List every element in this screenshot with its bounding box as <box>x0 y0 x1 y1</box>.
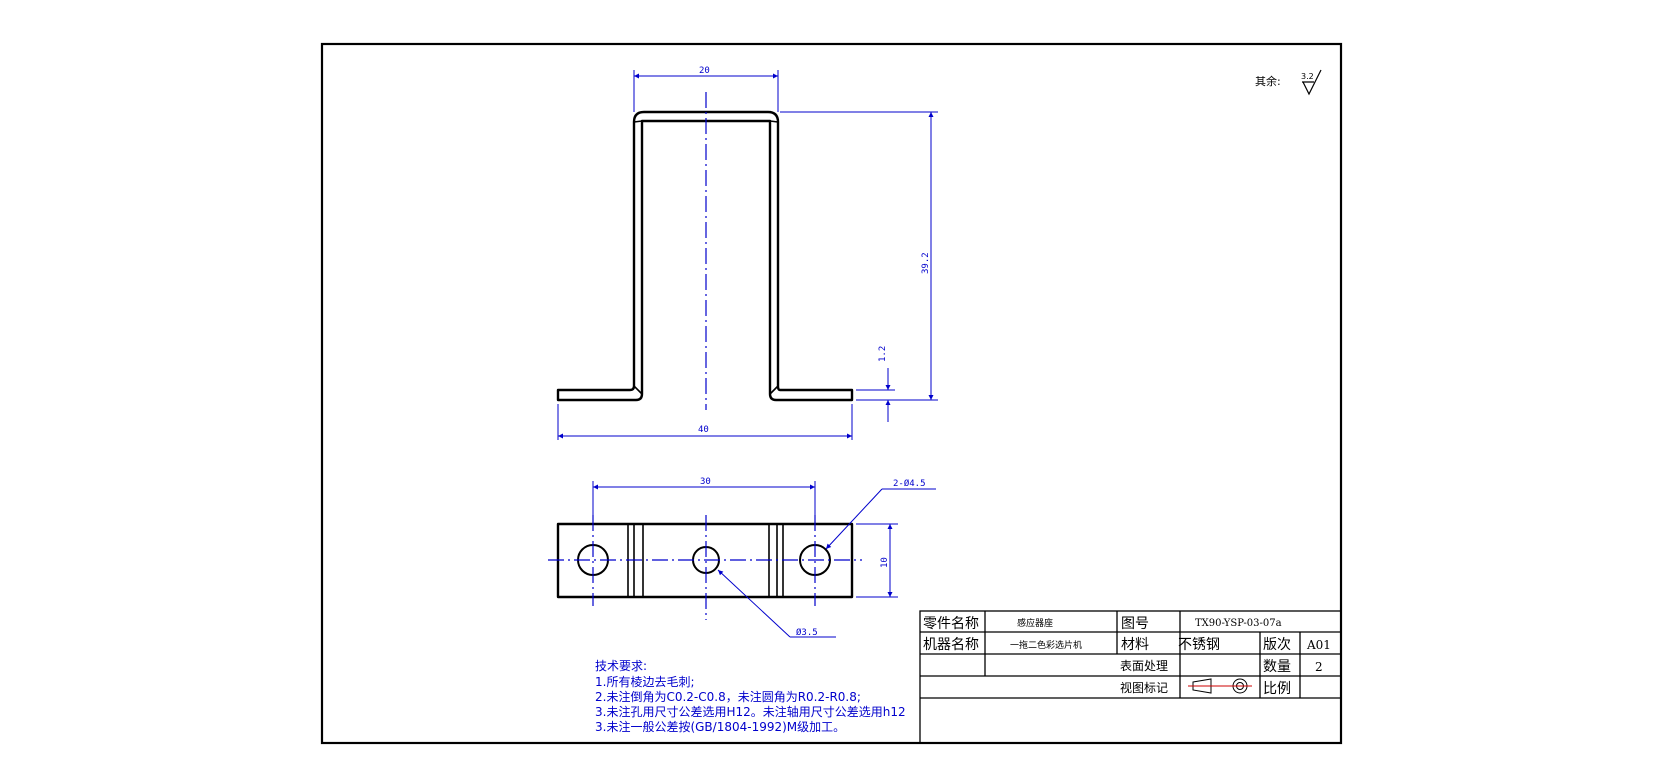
svg-text:3.2: 3.2 <box>1301 72 1314 81</box>
leader-holes: 2-Ø4.5 <box>825 478 936 550</box>
drawing-frame <box>320 42 1343 745</box>
drawing-no-label: 图号 <box>1121 616 1149 632</box>
dim-hole-pitch: 30 <box>592 477 816 520</box>
dim-depth: 10 <box>856 523 898 598</box>
revision-label: 版次 <box>1263 637 1291 653</box>
quantity-value: 2 <box>1315 660 1323 674</box>
note-line: 2.未注倒角为C0.2-C0.8，未注圆角为R0.2-R0.8; <box>595 689 861 704</box>
machine-name-label: 机器名称 <box>923 637 979 653</box>
revision-value: A01 <box>1306 638 1331 652</box>
leader-center-hole: Ø3.5 <box>717 569 836 638</box>
machine-name-value: 一拖二色彩选片机 <box>1010 639 1082 651</box>
quantity-label: 数量 <box>1263 659 1291 675</box>
note-line: 1.所有棱边去毛刺; <box>595 674 695 689</box>
front-view: 20 39.2 1.2 40 <box>556 66 938 440</box>
svg-text:20: 20 <box>699 66 710 76</box>
svg-text:2-Ø4.5: 2-Ø4.5 <box>893 478 926 489</box>
title-block: 零件名称 感应器座 图号 TX90-YSP-03-07a 机器名称 一拖二色彩选… <box>919 610 1342 744</box>
dim-base-width: 40 <box>557 404 853 440</box>
svg-text:30: 30 <box>700 477 711 487</box>
dim-top-width: 20 <box>633 66 779 112</box>
part-name-value: 感应器座 <box>1017 617 1053 629</box>
material-label: 材料 <box>1121 637 1149 653</box>
top-view: 30 10 2-Ø4.5 Ø3.5 <box>548 477 936 638</box>
dim-thickness: 1.2 <box>856 346 895 422</box>
svg-text:Ø3.5: Ø3.5 <box>796 627 818 638</box>
surface-finish-mark: 其余: 3.2 <box>1255 69 1322 96</box>
notes-title: 技术要求: <box>595 659 647 673</box>
svg-text:10: 10 <box>880 557 890 568</box>
drawing-no-value: TX90-YSP-03-07a <box>1195 618 1282 629</box>
part-name-label: 零件名称 <box>923 616 979 632</box>
svg-text:40: 40 <box>698 425 709 435</box>
note-line: 3.未注一般公差按(GB/1804-1992)M级加工。 <box>595 719 845 734</box>
svg-text:其余:: 其余: <box>1255 74 1281 88</box>
material-value: 不锈钢 <box>1178 637 1220 653</box>
note-line: 3.未注孔用尺寸公差选用H12。未注轴用尺寸公差选用h12 <box>595 704 906 719</box>
svg-text:39.2: 39.2 <box>921 252 931 274</box>
technical-requirements: 技术要求: 1.所有棱边去毛刺; 2.未注倒角为C0.2-C0.8，未注圆角为R… <box>595 659 906 734</box>
bracket-outer-profile <box>556 110 854 402</box>
surface-treatment-label: 表面处理 <box>1120 659 1168 673</box>
scale-label: 比例 <box>1263 681 1291 697</box>
svg-text:1.2: 1.2 <box>878 346 888 362</box>
view-mark-label: 视图标记 <box>1120 680 1168 695</box>
dim-height: 39.2 <box>780 111 938 401</box>
projection-symbol-icon <box>1188 678 1252 694</box>
